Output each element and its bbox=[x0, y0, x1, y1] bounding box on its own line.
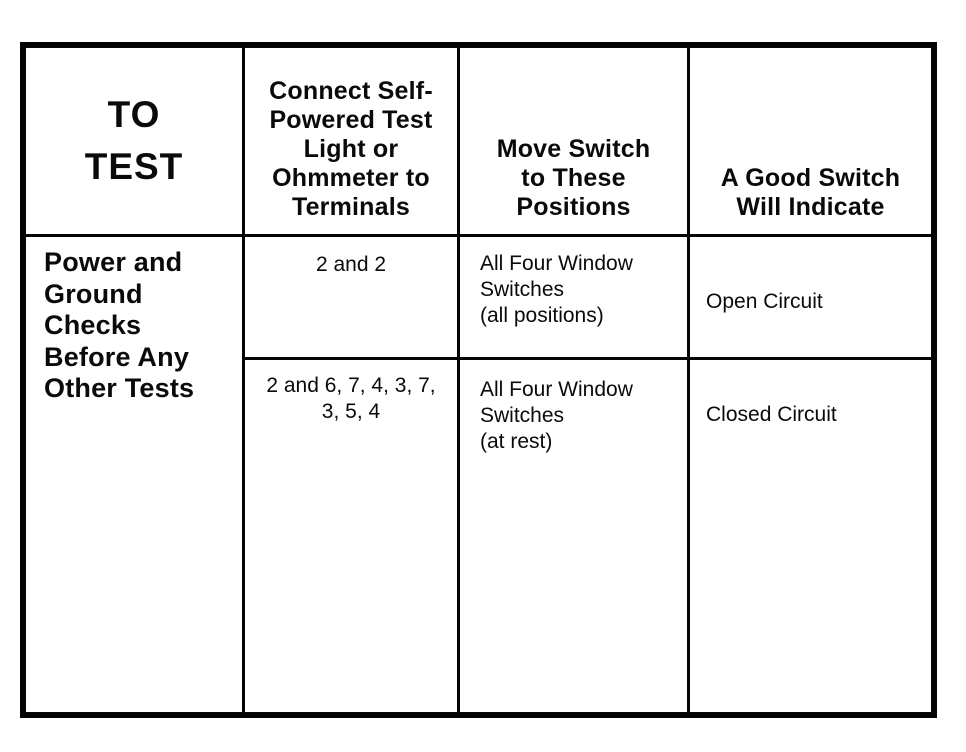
row2-indication-cell: Closed Circuit bbox=[690, 360, 931, 712]
row-group-power-ground-checks: Power and Ground Checks Before Any Other… bbox=[26, 237, 245, 712]
row2-indication-value: Closed Circuit bbox=[706, 403, 837, 426]
header-cell-connect-terminals: Connect Self- Powered Test Light or Ohmm… bbox=[245, 48, 460, 237]
header-connect-terminals-label: Connect Self- Powered Test Light or Ohmm… bbox=[269, 77, 433, 221]
row2-terminals-value: 2 and 6, 7, 4, 3, 7, 3, 5, 4 bbox=[266, 374, 436, 423]
row1-indication-cell: Open Circuit bbox=[690, 237, 931, 360]
header-to-test-label: TO TEST bbox=[84, 94, 184, 187]
header-cell-good-switch: A Good Switch Will Indicate bbox=[690, 48, 931, 237]
row1-positions-value: All Four Window Switches (all positions) bbox=[480, 252, 633, 327]
row1-terminals-cell: 2 and 2 bbox=[245, 237, 460, 360]
header-good-switch-label: A Good Switch Will Indicate bbox=[720, 164, 901, 221]
header-move-switch-label: Move Switch to These Positions bbox=[496, 135, 651, 221]
header-cell-to-test: TO TEST bbox=[26, 48, 245, 237]
row2-positions-cell: All Four Window Switches (at rest) bbox=[460, 360, 690, 712]
row2-terminals-cell: 2 and 6, 7, 4, 3, 7, 3, 5, 4 bbox=[245, 360, 460, 712]
row2-positions-value: All Four Window Switches (at rest) bbox=[480, 378, 633, 453]
row1-indication-value: Open Circuit bbox=[706, 290, 823, 313]
row1-positions-cell: All Four Window Switches (all positions) bbox=[460, 237, 690, 360]
row-group-label: Power and Ground Checks Before Any Other… bbox=[44, 247, 195, 403]
switch-test-table: TO TEST Connect Self- Powered Test Light… bbox=[20, 42, 937, 718]
header-cell-move-switch: Move Switch to These Positions bbox=[460, 48, 690, 237]
row1-terminals-value: 2 and 2 bbox=[315, 253, 387, 276]
